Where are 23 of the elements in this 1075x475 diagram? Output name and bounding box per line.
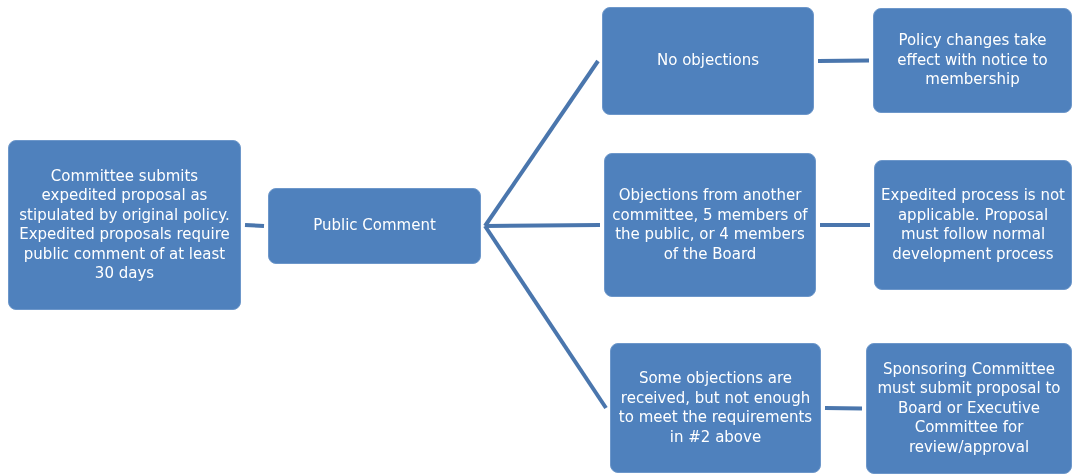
box-text: Committee submits expedited proposal as stipulated by original policy. Expedited proposals require public comment of at least 30 days	[18, 166, 231, 284]
connector-line	[484, 223, 601, 228]
connector-line	[483, 59, 600, 228]
box-text: Some objections are received, but not enough to meet the requirements in #2 above	[617, 369, 814, 447]
process-box	[873, 8, 1072, 113]
connector-line	[820, 223, 870, 227]
process-box	[8, 140, 241, 310]
process-box	[610, 343, 821, 473]
process-box	[602, 7, 814, 115]
box-text: Policy changes take effect with notice to membership	[896, 31, 1049, 90]
process-box	[866, 343, 1072, 474]
box-text: No objections	[656, 51, 760, 71]
process-box	[268, 188, 481, 264]
box-text: Objections from another committee, 5 members of the public, or 4 members of the Board	[611, 186, 809, 264]
box-text: Sponsoring Committee must submit proposal to Board or Executive Committee for review/approval	[876, 359, 1062, 458]
process-box	[604, 153, 816, 297]
box-text: Public Comment	[313, 216, 436, 236]
connector-line	[483, 224, 608, 410]
connector-line	[817, 58, 870, 63]
connector-line	[244, 223, 265, 228]
box-text: Expedited process is not applicable. Proposal must follow normal development process	[881, 186, 1065, 264]
connector-line	[824, 406, 863, 411]
process-box	[874, 160, 1072, 290]
